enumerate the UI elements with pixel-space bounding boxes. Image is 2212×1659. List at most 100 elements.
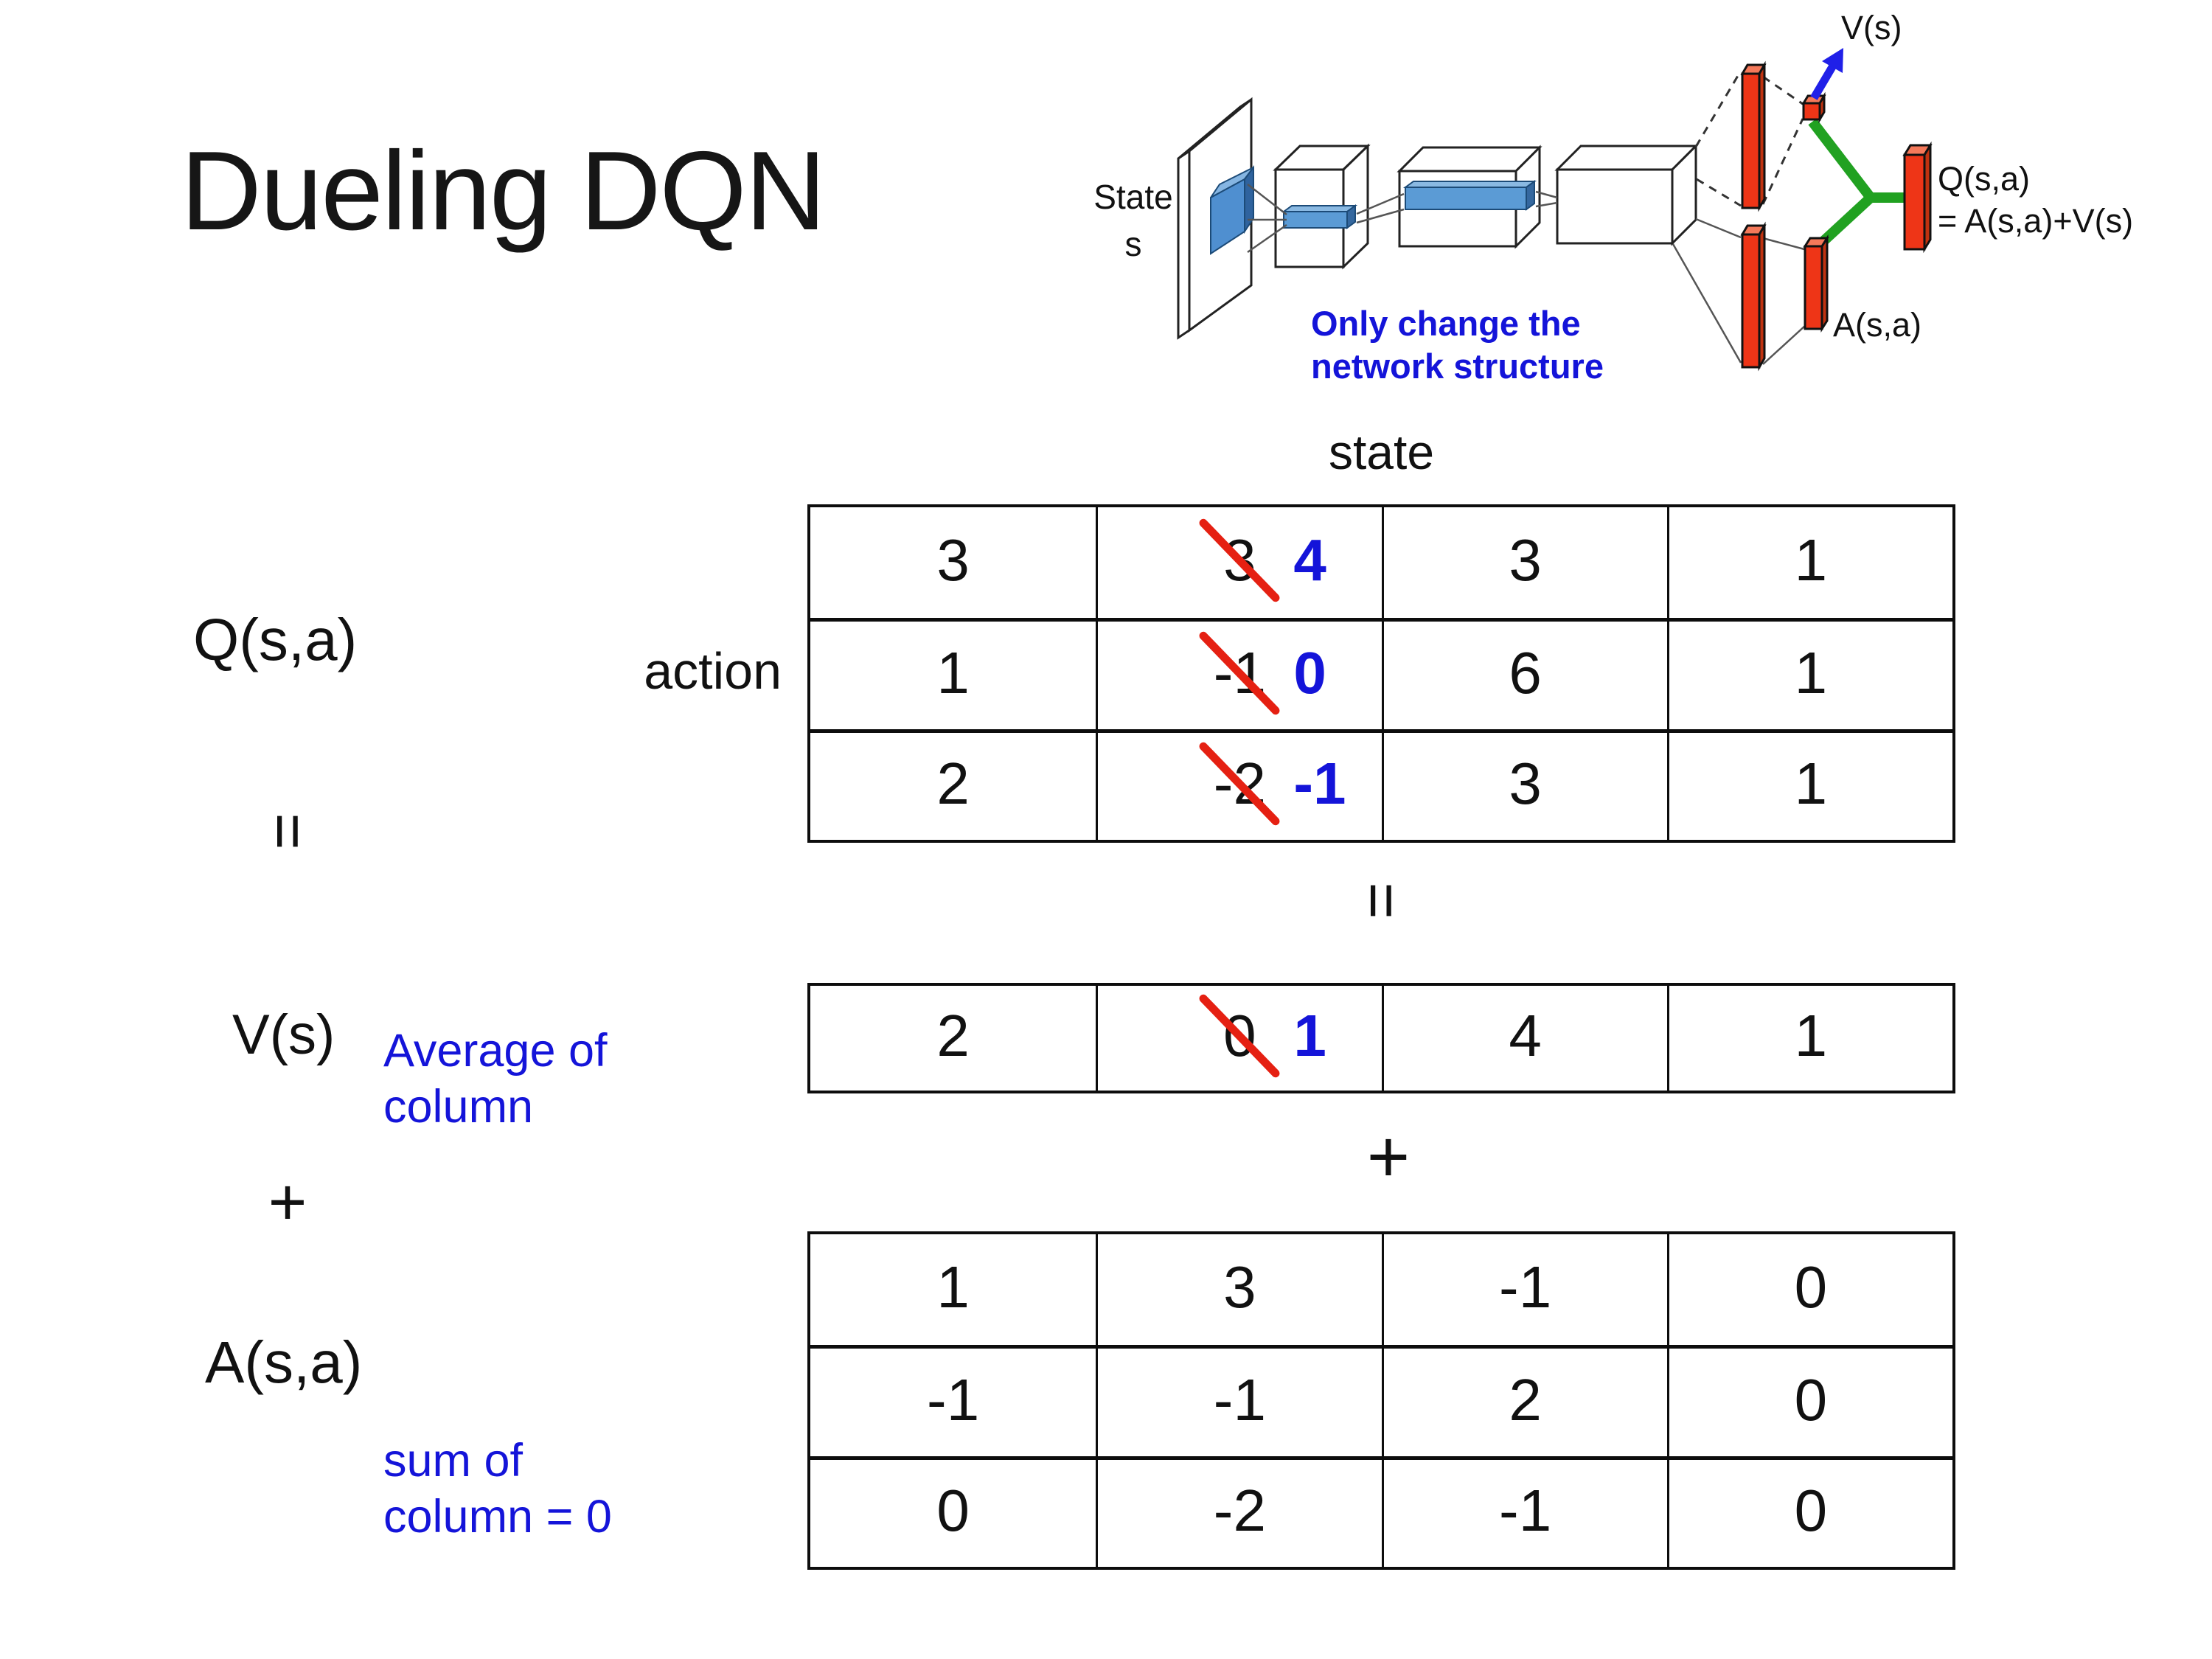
new-value: -1 [1293, 751, 1346, 817]
cell-value: 0 [1794, 1254, 1828, 1321]
diagram-note-line1: Only change the [1311, 304, 1581, 343]
page-title: Dueling DQN [181, 128, 826, 254]
cell-value: 1 [1794, 527, 1828, 594]
new-value: 1 [1293, 1003, 1326, 1069]
struck-old-value: 3 [1223, 527, 1256, 594]
plus-mid: + [1366, 1116, 1411, 1198]
cell-value: -1 [1213, 1366, 1266, 1433]
cell-value: 0 [936, 1478, 970, 1544]
advantage-stream-lines [1672, 218, 1806, 365]
average-note-line2: column [383, 1080, 534, 1133]
cell-value: 3 [936, 527, 970, 594]
action-axis-label: action [644, 642, 782, 700]
table-cell: -1 [810, 1345, 1096, 1455]
equals-left: = [252, 813, 324, 850]
table-cell: 0 [810, 1455, 1096, 1567]
advantage-table: 1 3 -1 0 -1 -1 2 0 0 -2 -1 0 [807, 1231, 1955, 1570]
new-value: 4 [1293, 527, 1326, 594]
cell-value: 1 [1794, 751, 1828, 817]
q-output-bar-icon [1902, 141, 1933, 254]
table-cell: -1 [1381, 1455, 1667, 1567]
value-arrow-icon [1810, 48, 1843, 100]
aggregator-links [1808, 118, 1906, 255]
v-matrix-label: V(s) [232, 1004, 335, 1066]
table-cell: 0 [1666, 1345, 1952, 1456]
average-note: Average of column [383, 1023, 608, 1135]
table-cell: 1 [810, 1234, 1096, 1345]
average-note-line1: Average of [383, 1025, 608, 1077]
table-cell: 2 [1381, 1345, 1667, 1456]
table-cell: 3 [810, 507, 1096, 618]
cell-value: 3 [1509, 751, 1542, 817]
struck-old-value: -2 [1213, 751, 1266, 817]
sum-note-line1: sum of [383, 1435, 524, 1486]
value-stream-dashed-lines [1694, 70, 1804, 207]
dueling-network-diagram: State s V(s) Q(s,a) = A(s,a)+V(s) A(s,a)… [1093, 9, 2133, 386]
table-cell: -2 [1096, 1455, 1382, 1567]
table-cell: 0 [1666, 1455, 1952, 1567]
table-cell: 2 [810, 986, 1096, 1091]
table-cell: 4 [1381, 986, 1667, 1091]
cell-value: -2 [1213, 1478, 1266, 1544]
hidden-bar-bottom-icon [1740, 221, 1767, 372]
diagram-note-line2: network structure [1311, 347, 1604, 386]
cell-value: 0 [1794, 1478, 1828, 1544]
table-cell: -2 -1 [1096, 728, 1382, 840]
table-cell: -1 [1381, 1234, 1667, 1346]
cell-value: 1 [936, 639, 970, 706]
struck-old-value: -1 [1213, 639, 1266, 706]
state-input-label: State [1093, 178, 1172, 216]
cell-value: 1 [936, 1254, 970, 1321]
cell-value: 1 [1794, 639, 1828, 706]
v-output-label: V(s) [1841, 9, 1902, 46]
a-output-label: A(s,a) [1833, 306, 1921, 344]
hidden-bar-top-icon [1740, 60, 1767, 212]
conv-filter-icon [1210, 165, 1254, 255]
cell-value: 1 [1794, 1003, 1828, 1068]
table-cell: 1 [810, 618, 1096, 728]
table-cell: 1 [1666, 507, 1952, 619]
cell-value: -1 [1499, 1478, 1552, 1544]
cell-value: 6 [1509, 639, 1542, 706]
q-output-formula: = A(s,a)+V(s) [1938, 202, 2133, 240]
table-cell: 2 [810, 728, 1096, 840]
cell-value: 2 [1509, 1366, 1542, 1433]
cell-value: 3 [1223, 1254, 1256, 1321]
new-value: 0 [1293, 640, 1326, 706]
state-input-s-label: s [1125, 225, 1142, 263]
q-output-label: Q(s,a) [1938, 160, 2030, 198]
cell-value: 2 [936, 1003, 970, 1068]
connection-lines [1247, 184, 1558, 254]
a-matrix-label: A(s,a) [205, 1329, 363, 1395]
cell-value: 0 [1794, 1366, 1828, 1433]
table-cell: 3 [1381, 507, 1667, 619]
state-axis-label: state [1328, 425, 1435, 479]
table-cell: -1 [1096, 1345, 1382, 1456]
feature-bar-1-icon [1281, 204, 1358, 229]
cell-value: -1 [1499, 1254, 1552, 1321]
table-cell: 0 [1666, 1234, 1952, 1346]
value-node-icon [1801, 91, 1826, 124]
table-cell: 3 [1096, 1234, 1381, 1346]
table-cell: 3 [1381, 728, 1667, 840]
cell-value: 2 [936, 751, 970, 817]
equals-mid: = [1346, 882, 1417, 919]
sum-note-line2: column = 0 [383, 1490, 612, 1543]
struck-old-value: 0 [1223, 1003, 1256, 1068]
fc-layer-cube [1554, 143, 1699, 246]
q-matrix-label: Q(s,a) [193, 607, 358, 672]
table-cell: -1 0 [1096, 618, 1382, 729]
table-cell: 6 [1381, 618, 1667, 729]
feature-bar-2-icon [1402, 180, 1537, 211]
cell-value: 4 [1509, 1003, 1542, 1068]
advantage-bar-icon [1803, 234, 1829, 333]
table-cell: 1 [1666, 728, 1952, 840]
sum-note: sum of column = 0 [383, 1433, 612, 1545]
plus-left: + [268, 1166, 307, 1239]
table-cell: 1 [1666, 986, 1952, 1091]
